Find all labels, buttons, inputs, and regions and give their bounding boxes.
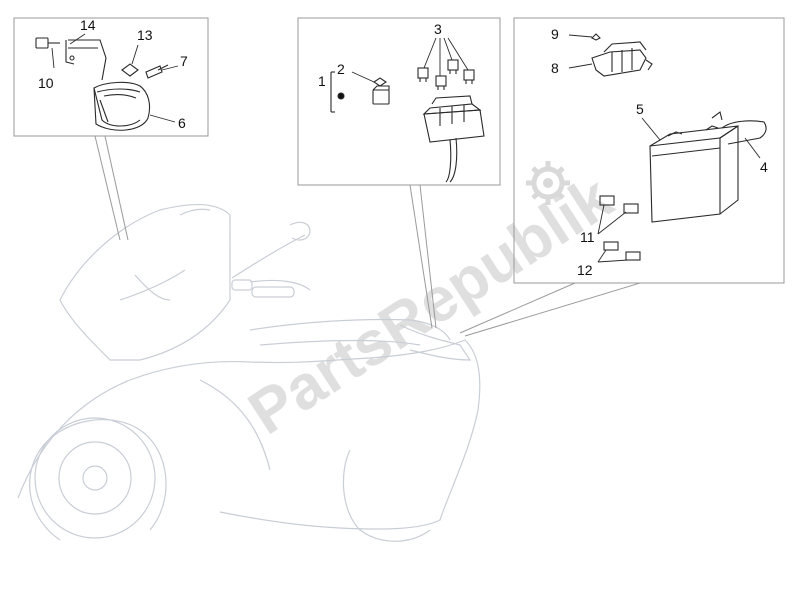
part-number-2: 2 bbox=[337, 61, 345, 77]
part-number-10: 10 bbox=[38, 75, 54, 91]
horn-box bbox=[13, 17, 209, 137]
battery-assembly bbox=[591, 33, 767, 261]
callout-boxes bbox=[13, 17, 785, 284]
relay-box bbox=[297, 17, 501, 186]
relay-assembly bbox=[330, 59, 485, 183]
part-number-3: 3 bbox=[434, 21, 442, 37]
part-number-6: 6 bbox=[178, 115, 186, 131]
part-number-14: 14 bbox=[80, 17, 96, 33]
part-number-4: 4 bbox=[760, 159, 768, 175]
battery-box bbox=[513, 17, 785, 284]
scooter-outline bbox=[17, 204, 481, 542]
part-number-5: 5 bbox=[636, 101, 644, 117]
watermark-gear-icon bbox=[526, 161, 570, 205]
part-number-7: 7 bbox=[180, 53, 188, 69]
leader-lines bbox=[94, 135, 641, 337]
horn-assembly bbox=[35, 37, 169, 131]
part-number-13: 13 bbox=[137, 27, 153, 43]
part-number-12: 12 bbox=[577, 262, 593, 278]
part-numbers: 1 2 3 4 5 6 7 8 9 10 11 12 13 14 bbox=[38, 17, 768, 278]
part-number-1: 1 bbox=[318, 73, 326, 89]
part-number-9: 9 bbox=[551, 26, 559, 42]
part-number-11: 11 bbox=[580, 229, 595, 245]
part-number-8: 8 bbox=[551, 60, 559, 76]
label-leaders bbox=[51, 33, 761, 263]
